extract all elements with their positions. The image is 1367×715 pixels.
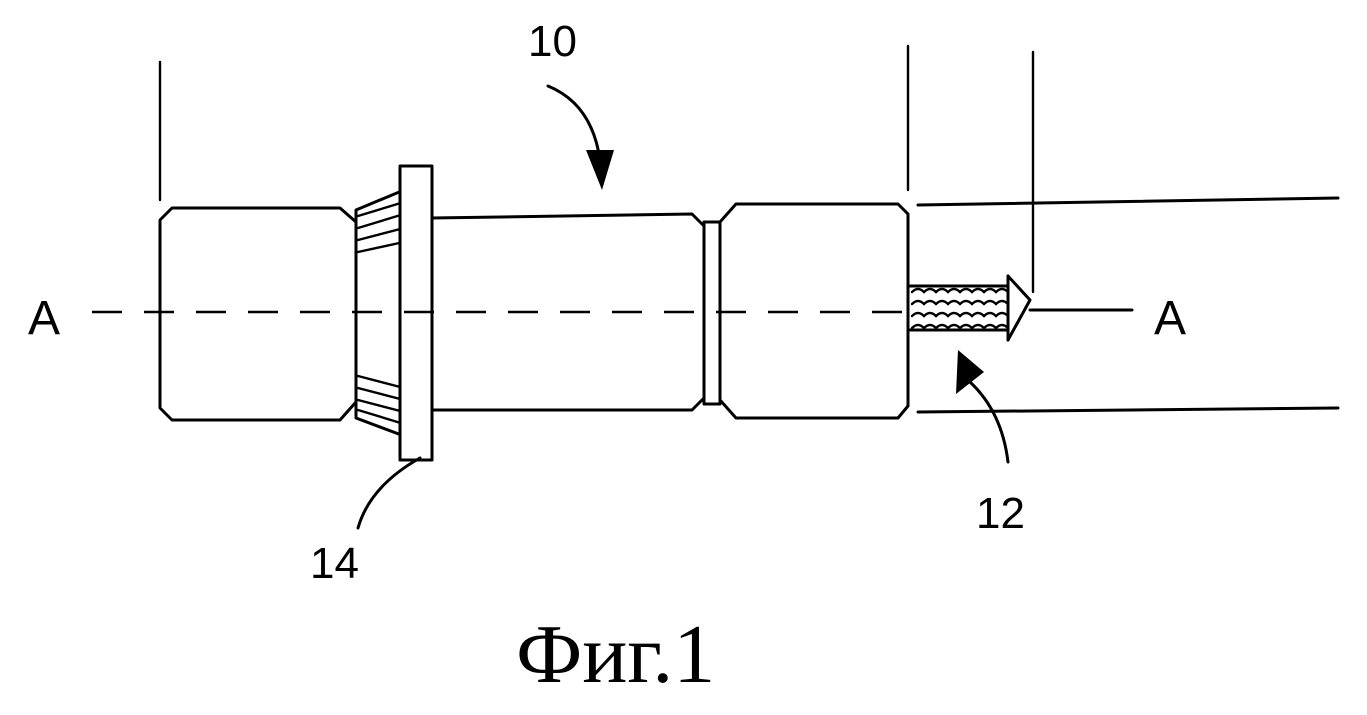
axis-label-right: A xyxy=(1154,292,1186,345)
boundary-line-bottom xyxy=(918,408,1338,412)
thread-row xyxy=(912,313,1008,316)
thread-row xyxy=(912,289,1008,292)
thread-row xyxy=(912,325,1008,328)
thread-row xyxy=(912,301,1008,304)
leader-line-14 xyxy=(358,458,420,528)
boundary-line-top xyxy=(918,198,1338,205)
callout-label-10: 10 xyxy=(528,17,577,66)
left-body-section xyxy=(160,208,356,420)
callout-label-14: 14 xyxy=(310,539,359,588)
boundary-lines xyxy=(918,198,1338,412)
screw-head xyxy=(1008,276,1030,340)
callout-label-12: 12 xyxy=(976,489,1025,538)
figure-caption: Фиг.1 xyxy=(516,608,715,701)
screw xyxy=(908,276,1030,340)
screw-threads xyxy=(912,289,1008,328)
axis-label-left: A xyxy=(28,292,60,345)
leader-arrow-10-head xyxy=(586,150,614,190)
leader-arrow-12-line xyxy=(970,382,1008,462)
leader-arrow-12-head xyxy=(956,350,984,394)
leader-arrow-10-line xyxy=(548,86,600,160)
